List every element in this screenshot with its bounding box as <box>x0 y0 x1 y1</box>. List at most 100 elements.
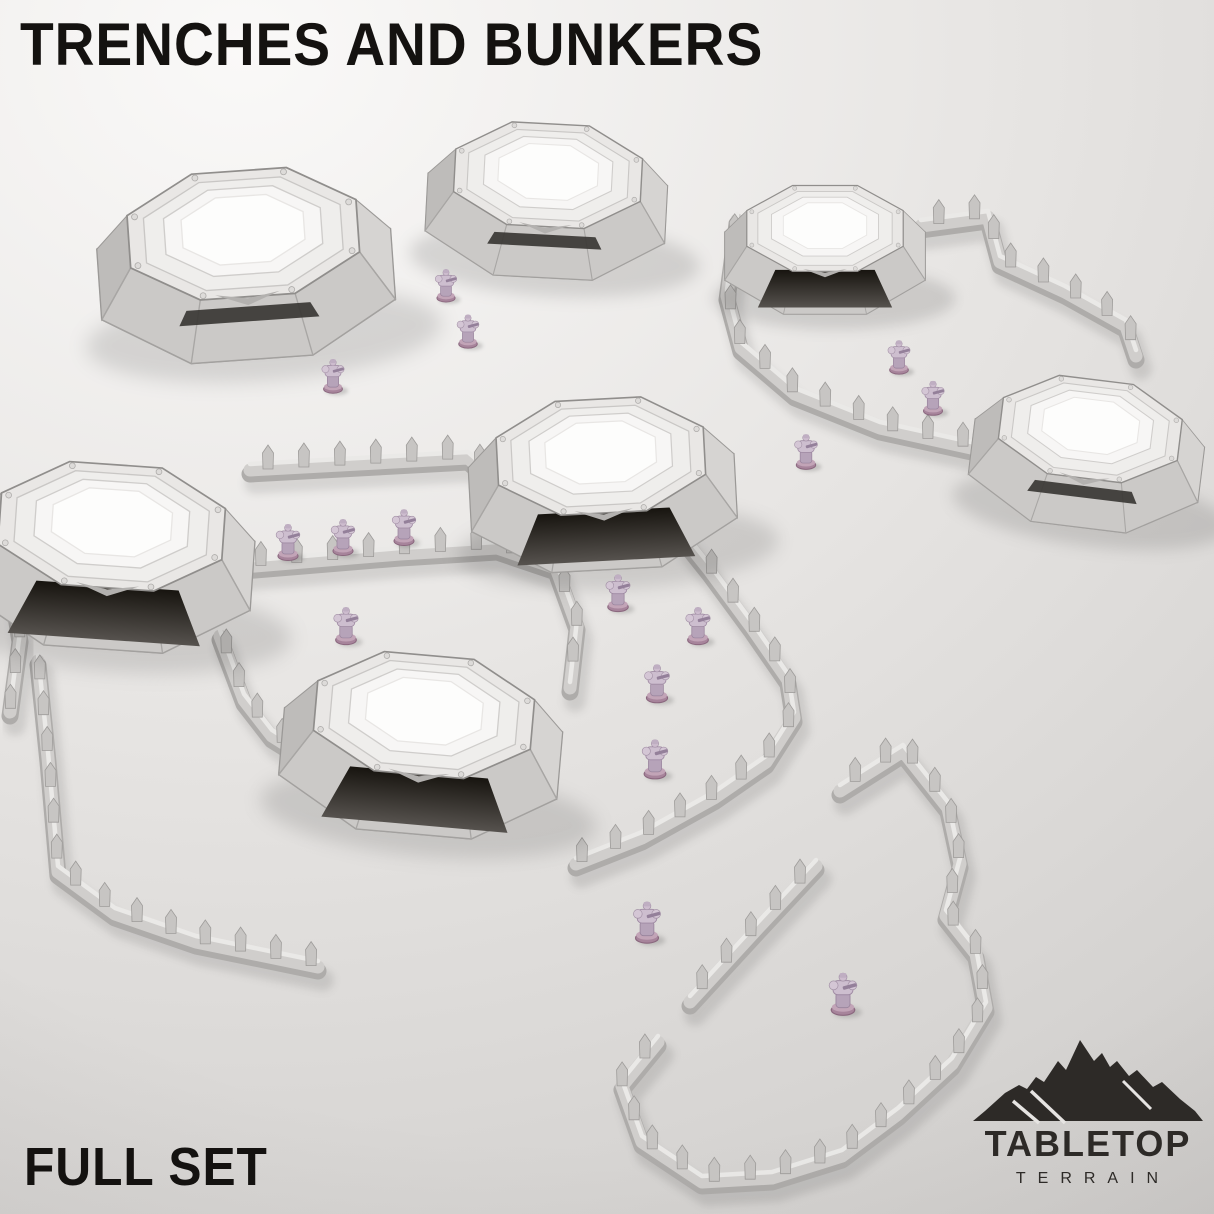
bunker-bolt <box>792 185 798 191</box>
bunker-left <box>0 460 292 674</box>
bunker-bolt <box>69 462 76 470</box>
trench-post <box>305 940 318 966</box>
bunker-bolt <box>1116 476 1122 482</box>
bunker-bolt <box>131 213 138 221</box>
bunker-bolt <box>633 157 640 163</box>
mini-weapon <box>345 616 359 623</box>
bunker-bolt <box>693 425 700 432</box>
trench-post <box>362 531 375 557</box>
bunker-bolt <box>383 652 391 659</box>
bunker-bolt <box>520 743 527 751</box>
trench-post <box>98 881 111 907</box>
set-label: FULL SET <box>24 1137 268 1197</box>
trench-post <box>333 440 346 466</box>
miniature-1 <box>434 269 461 304</box>
bunker-bolt <box>1173 417 1179 423</box>
miniature-9 <box>391 509 421 548</box>
trench-post <box>1069 273 1082 299</box>
trench-post <box>434 526 447 552</box>
bunker-ring <box>712 184 956 330</box>
trench-post <box>763 732 776 758</box>
miniature-8 <box>330 519 360 558</box>
bunker-bolt <box>1058 376 1065 382</box>
bunker-firing-slit <box>487 231 602 250</box>
miniature-5 <box>921 380 949 418</box>
trench-post <box>720 937 733 963</box>
trench-post <box>47 797 60 823</box>
bunker-bolt <box>524 697 531 705</box>
trench-post <box>50 833 63 859</box>
bunker-bolt <box>211 554 218 561</box>
trench-post <box>1004 242 1017 268</box>
bunker-bolt <box>2 539 9 547</box>
trench-post <box>786 367 799 393</box>
trench-post <box>44 761 57 787</box>
trench-post <box>567 636 579 662</box>
miniature-7 <box>275 524 305 563</box>
bunker-bolt <box>348 247 356 255</box>
trench-post <box>794 858 806 884</box>
trench-post <box>969 928 982 954</box>
trench-post <box>4 683 17 709</box>
miniature-3 <box>321 359 349 396</box>
trench-bottom-ring <box>613 737 1002 1206</box>
bunker-firing-slit <box>1027 479 1137 505</box>
bunker-firing-slit <box>179 302 320 327</box>
bunker-emblem <box>519 222 572 234</box>
trench-post <box>251 692 264 718</box>
brand-tagline: TERRAIN <box>1015 1170 1171 1187</box>
bunker-bolt <box>635 397 642 404</box>
mini-weapon <box>403 518 416 524</box>
mini-weapon <box>898 348 910 354</box>
trench-post <box>705 774 718 800</box>
trench-post <box>676 1144 689 1170</box>
mini-weapon <box>617 583 630 590</box>
trench-post <box>708 1156 721 1182</box>
bunker-bolt <box>554 401 562 408</box>
trench-post <box>69 860 82 886</box>
scene-layers <box>0 121 1214 1206</box>
bunker-bolt <box>502 480 509 487</box>
mini-weapon <box>287 533 300 539</box>
trench-post <box>441 434 454 460</box>
mini-weapon <box>842 983 857 990</box>
trench-post <box>696 963 709 990</box>
trench-left-hook <box>29 652 334 991</box>
bunker-center <box>457 396 779 591</box>
trench-post <box>976 963 989 989</box>
mountain-cut <box>1121 1079 1153 1111</box>
miniature-16 <box>828 972 862 1018</box>
bunker-bolt <box>199 292 207 300</box>
bunker-bolt <box>61 577 68 585</box>
trench-post <box>846 1123 859 1149</box>
trench-post <box>768 636 781 662</box>
mini-weapon <box>467 322 479 328</box>
mini-weapon <box>342 528 355 534</box>
trench-post <box>784 667 796 693</box>
trench-post <box>971 997 984 1023</box>
mini-weapon <box>805 442 818 449</box>
trench-post <box>254 540 267 566</box>
bunker-bolt <box>895 242 901 248</box>
bunker-bolt <box>467 659 475 667</box>
miniature-4 <box>887 340 914 377</box>
trench-post <box>727 577 739 603</box>
trench-post <box>906 738 919 764</box>
bunker-bolt <box>280 168 287 176</box>
trench-post <box>946 867 959 893</box>
miniature-10 <box>333 607 363 647</box>
bunker-bolt <box>373 763 381 771</box>
trench-post <box>234 926 247 952</box>
bunker-top-center <box>409 121 700 298</box>
bunker-bolt <box>499 436 506 443</box>
mini-weapon <box>932 389 945 395</box>
trench-post <box>628 1095 641 1121</box>
bunker-bolt <box>134 262 142 269</box>
bunker-bolt <box>560 508 567 515</box>
trench-post <box>819 381 832 407</box>
miniature-13 <box>644 664 674 705</box>
trench-post <box>748 606 761 632</box>
bunker-emblem <box>215 290 280 306</box>
mini-weapon <box>656 673 670 680</box>
